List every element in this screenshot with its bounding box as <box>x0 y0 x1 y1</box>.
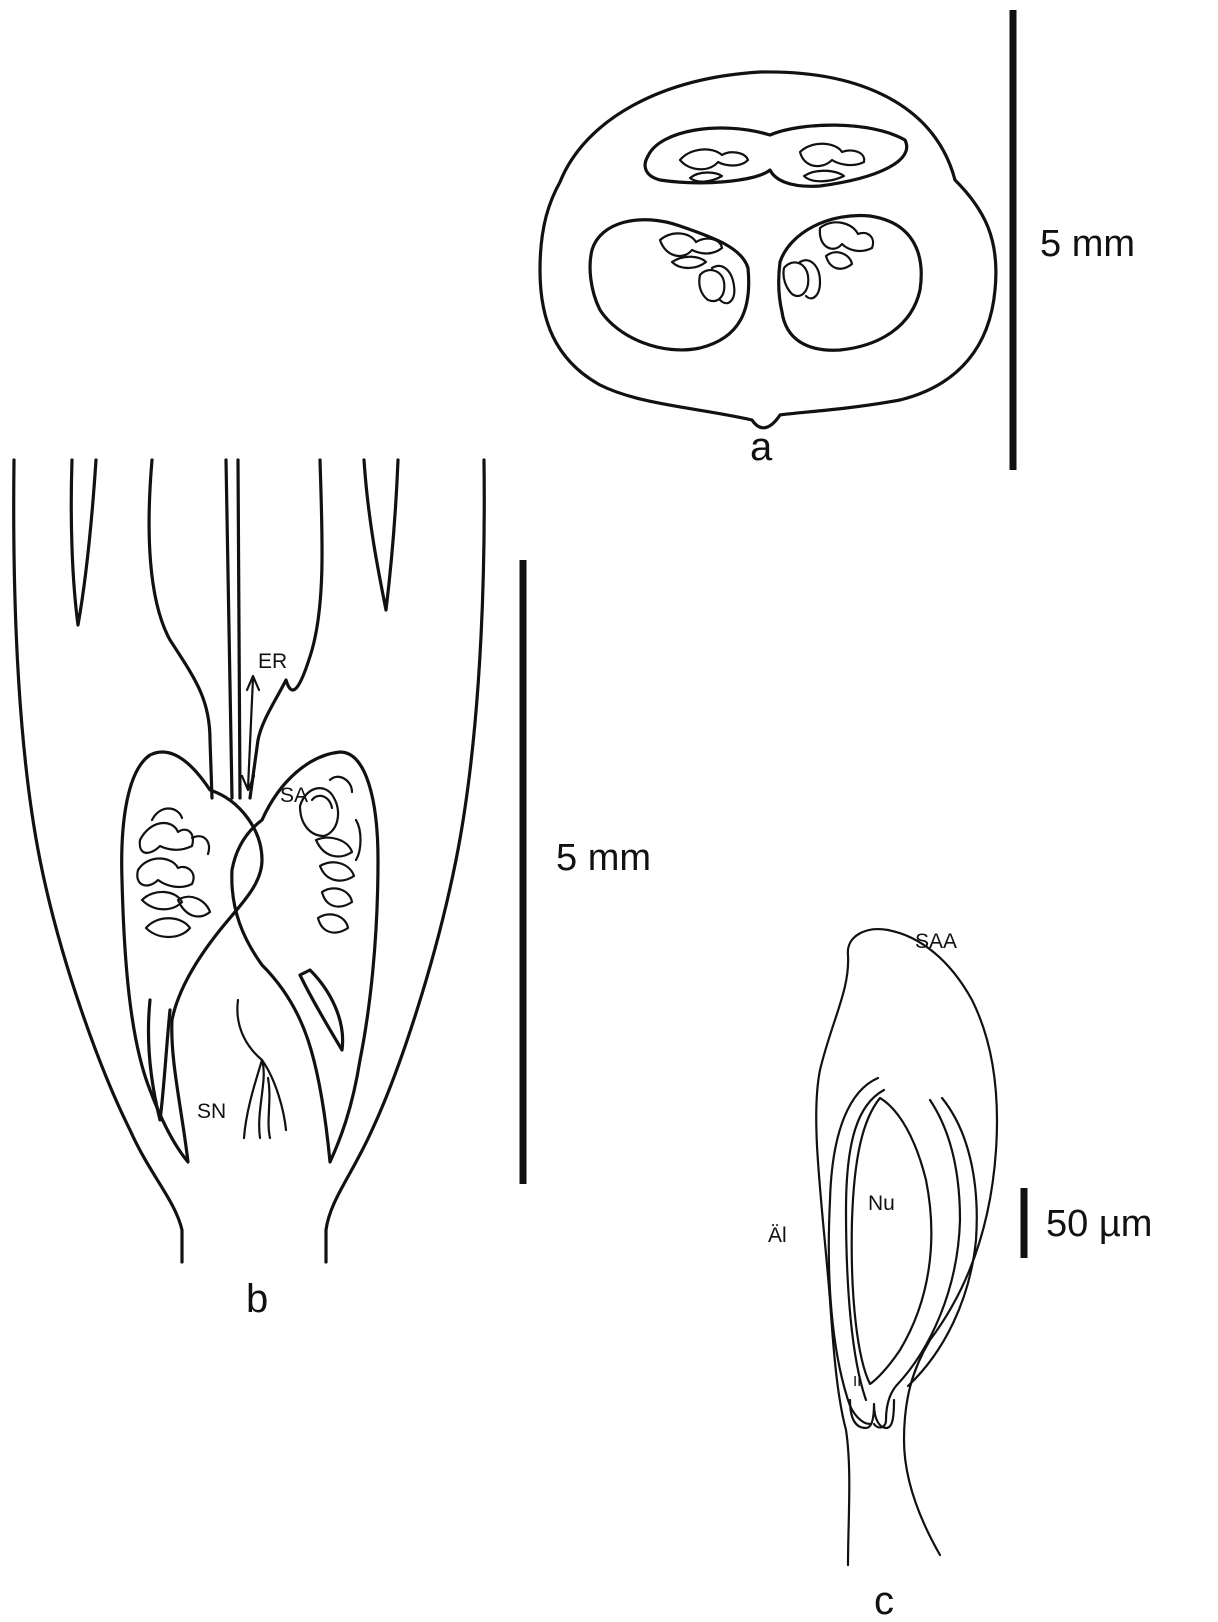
ovule-nucellus <box>852 1098 932 1384</box>
upper-ovules-left <box>680 149 748 181</box>
right-sepal <box>364 460 398 610</box>
outer-wall-left <box>14 460 182 1262</box>
left-sepal <box>71 460 96 625</box>
annotation-saa: SAA <box>915 930 957 953</box>
annotation-sa: SA <box>280 784 308 807</box>
panel-a-label: a <box>750 425 773 469</box>
panel-c-scale-label: 50 µm <box>1046 1203 1152 1245</box>
right-ovules <box>300 777 361 933</box>
style-canal-right <box>238 460 240 798</box>
style-left <box>149 460 212 798</box>
upper-ovules-right <box>800 144 864 182</box>
cross-section-outline <box>540 72 996 428</box>
style-right <box>250 460 322 798</box>
annotation-nu: Nu <box>868 1192 895 1215</box>
lower-right-locule <box>779 215 922 350</box>
annotation-sn: SN <box>197 1100 226 1123</box>
annotation-ii: II <box>853 1373 861 1390</box>
septal-nectary <box>237 1000 286 1138</box>
annotation-er: ER <box>258 650 287 673</box>
style-canal-left <box>226 460 232 798</box>
panel-a-drawing <box>540 72 996 428</box>
left-locule <box>122 752 262 1162</box>
panel-a-scale-label: 5 mm <box>1040 223 1135 265</box>
outer-wall-right <box>326 460 484 1262</box>
annotation-al: Äl <box>768 1224 787 1247</box>
ovule-inner-integument-right-2 <box>908 1098 977 1386</box>
panel-b-label: b <box>246 1277 268 1321</box>
lower-right-ovules <box>783 222 873 298</box>
panel-c-drawing <box>816 929 997 1565</box>
left-ovules <box>137 809 210 938</box>
ovule-outer-integument <box>816 929 997 1565</box>
panel-b-drawing <box>14 460 485 1262</box>
panel-c-label: c <box>874 1579 894 1622</box>
left-locule-inner-wall <box>148 1000 170 1120</box>
right-locule <box>232 752 378 1162</box>
panel-b-scale-label: 5 mm <box>556 837 651 879</box>
